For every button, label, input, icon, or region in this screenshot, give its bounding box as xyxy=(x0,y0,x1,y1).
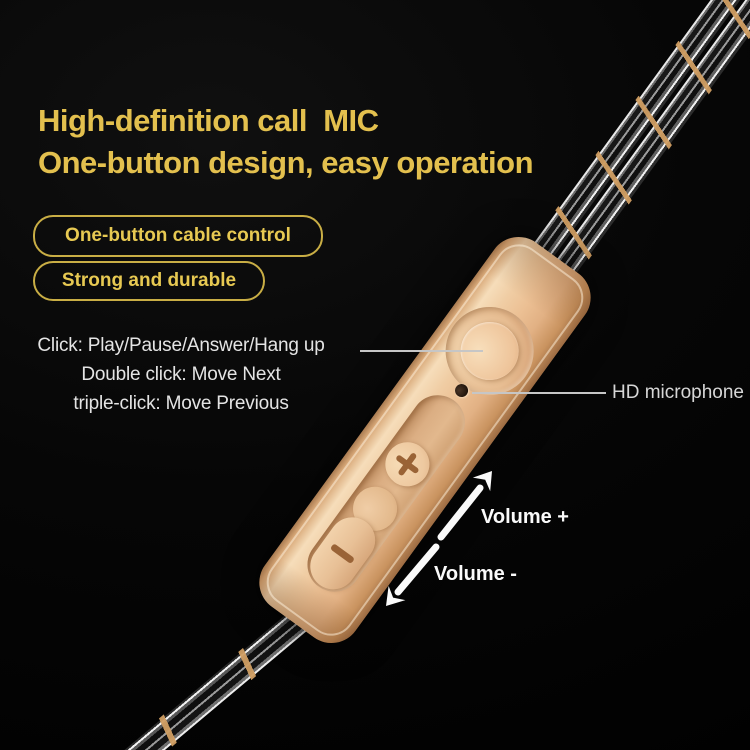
cable-gold-wraps xyxy=(77,606,312,750)
leader-line-mic-to-label xyxy=(472,392,606,394)
click-instructions: Click: Play/Pause/Answer/Hang up Double … xyxy=(18,331,344,418)
headline-line-1: High-definition call MIC xyxy=(38,103,379,138)
badge-label: Strong and durable xyxy=(61,270,237,291)
volume-arrows xyxy=(386,471,492,606)
arrow-down-left-icon xyxy=(386,543,440,606)
earphone-cable-bottom xyxy=(77,606,312,750)
badge-label: One-button cable control xyxy=(65,225,291,246)
leader-line-click-to-button xyxy=(360,350,483,352)
earphone-cable-top xyxy=(525,0,750,285)
instruction-double-click: Double click: Move Next xyxy=(81,364,281,385)
volume-minus-label: Volume - xyxy=(434,563,517,585)
volume-plus-label: Volume + xyxy=(481,506,569,528)
arrow-up-right-icon xyxy=(437,471,492,541)
badge-strong-and-durable: Strong and durable xyxy=(33,261,265,301)
instruction-click: Click: Play/Pause/Answer/Hang up xyxy=(37,335,325,356)
headline: High-definition call MIC One-button desi… xyxy=(38,100,534,184)
instruction-triple-click: triple-click: Move Previous xyxy=(73,393,289,414)
headline-line-2: One-button design, easy operation xyxy=(38,145,534,180)
cable-gold-wraps xyxy=(525,0,750,285)
hd-microphone-label: HD microphone xyxy=(612,382,744,403)
badge-one-button-cable-control: One-button cable control xyxy=(33,215,323,257)
minus-icon xyxy=(329,543,355,565)
